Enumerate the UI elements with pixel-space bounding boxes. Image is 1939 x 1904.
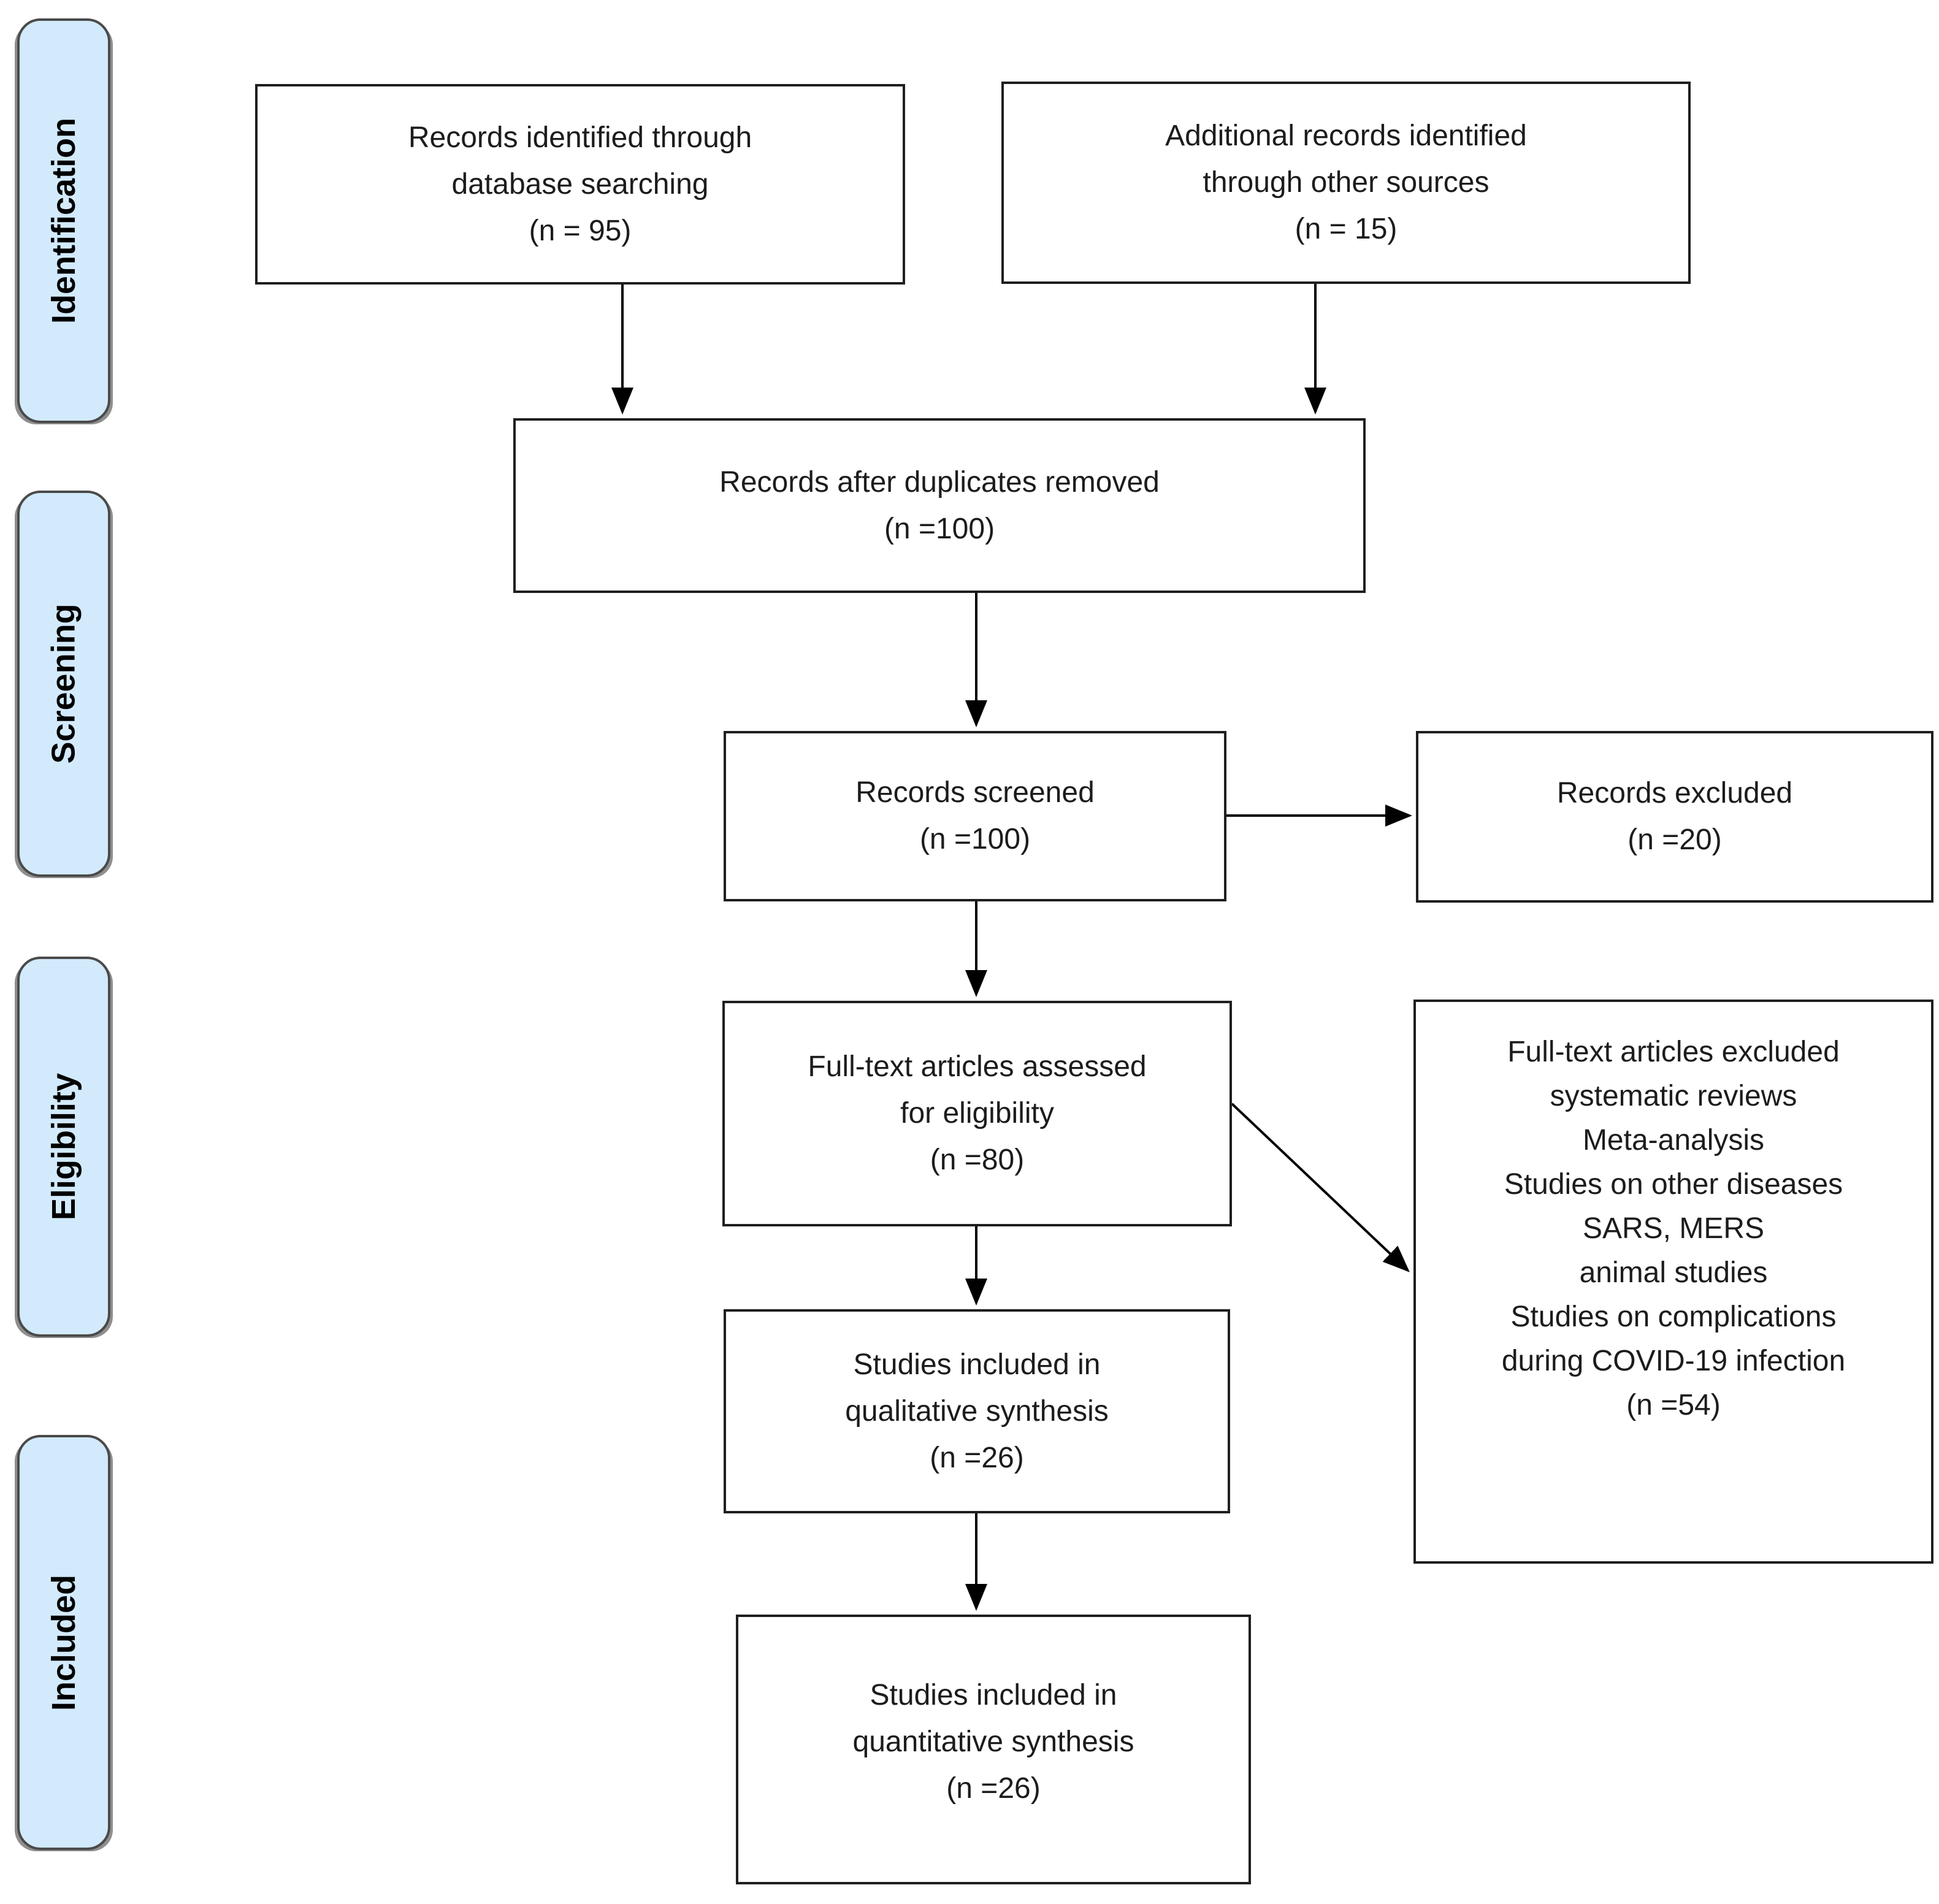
- box-fulltext-excluded-text: Full-text articles excluded systematic r…: [1501, 1036, 1846, 1421]
- stage-label-screening-text: Screening: [45, 603, 82, 764]
- stage-label-identification: Identification: [17, 18, 110, 423]
- box-records-screened: Records screened (n =100): [724, 731, 1226, 901]
- box-quantitative-synthesis-text: Studies included in quantitative synthes…: [852, 1679, 1134, 1805]
- stage-label-included: Included: [17, 1435, 110, 1850]
- box-after-duplicates-text: Records after duplicates removed (n =100…: [719, 465, 1160, 545]
- box-records-excluded: Records excluded (n =20): [1416, 731, 1933, 903]
- stage-label-identification-text: Identification: [45, 118, 82, 324]
- box-additional-records: Additional records identified through ot…: [1001, 82, 1691, 284]
- box-records-excluded-text: Records excluded (n =20): [1556, 777, 1793, 856]
- stage-label-included-text: Included: [45, 1574, 83, 1711]
- box-qualitative-synthesis: Studies included in qualitative synthesi…: [724, 1309, 1230, 1513]
- box-records-identified-text: Records identified through database sear…: [408, 121, 752, 247]
- box-qualitative-synthesis-text: Studies included in qualitative synthesi…: [845, 1348, 1109, 1474]
- stage-label-screening: Screening: [17, 491, 110, 877]
- box-fulltext-assessed: Full-text articles assessed for eligibil…: [722, 1001, 1232, 1226]
- box-additional-records-text: Additional records identified through ot…: [1165, 120, 1527, 245]
- box-after-duplicates: Records after duplicates removed (n =100…: [513, 418, 1366, 593]
- box-records-identified: Records identified through database sear…: [255, 84, 905, 285]
- arrow-fulltext-to-excluded: [1231, 1103, 1410, 1272]
- box-fulltext-assessed-text: Full-text articles assessed for eligibil…: [808, 1050, 1147, 1176]
- box-records-screened-text: Records screened (n =100): [855, 776, 1095, 855]
- box-quantitative-synthesis: Studies included in quantitative synthes…: [736, 1615, 1251, 1884]
- stage-label-eligibility-text: Eligibility: [45, 1072, 82, 1221]
- box-fulltext-excluded: Full-text articles excluded systematic r…: [1413, 1000, 1933, 1564]
- stage-label-eligibility: Eligibility: [17, 957, 110, 1337]
